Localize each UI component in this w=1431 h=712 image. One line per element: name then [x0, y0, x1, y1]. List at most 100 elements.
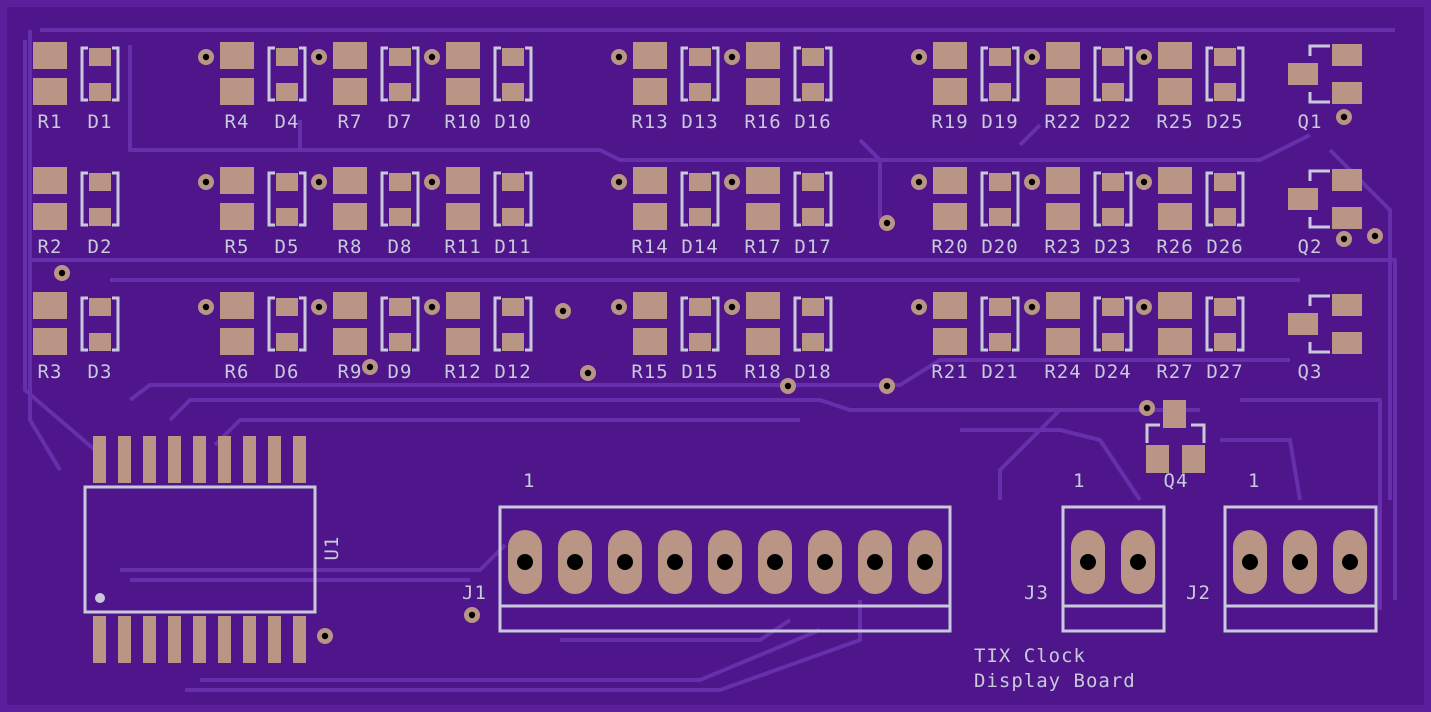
- led-footprint-icon: [802, 333, 824, 351]
- resistor-label: R19: [931, 111, 968, 133]
- resistor-pad-icon: [933, 167, 967, 194]
- transistor-outline: [1308, 44, 1330, 56]
- transistor-q4[interactable]: Q4: [1145, 400, 1206, 492]
- trace: [998, 408, 1062, 500]
- drill-hole: [1340, 113, 1348, 121]
- drill-hole: [584, 369, 592, 377]
- drill-hole: [1140, 303, 1148, 311]
- ic-pin: [118, 616, 131, 663]
- ic-pin: [293, 616, 306, 663]
- led-outline: [1125, 46, 1133, 102]
- led-outline: [299, 46, 307, 102]
- led-footprint-icon: [276, 298, 298, 316]
- drill-hole: [883, 382, 891, 390]
- led-footprint-icon: [276, 48, 298, 66]
- led-footprint-icon: [802, 173, 824, 191]
- led-footprint-icon: [802, 48, 824, 66]
- transistor-footprint-icon: [1146, 445, 1169, 473]
- led-label: D20: [981, 236, 1018, 258]
- drill-hole: [1028, 178, 1036, 186]
- trace: [560, 618, 792, 642]
- j2-header[interactable]: 1 J2: [1186, 470, 1378, 633]
- led-outline: [712, 296, 720, 352]
- drill-hole: [559, 307, 567, 315]
- transistor-footprint-icon: [1332, 294, 1362, 316]
- j2-pins: [1233, 530, 1367, 594]
- led-label: D5: [275, 236, 300, 258]
- j3-header[interactable]: 1 J3: [1024, 470, 1166, 633]
- resistor-label: R14: [631, 236, 668, 258]
- led-footprint-icon: [802, 208, 824, 226]
- resistor-pad-icon: [220, 292, 254, 319]
- led-footprint-icon: [1102, 83, 1124, 101]
- transistor-outline: [1308, 342, 1330, 354]
- led-outline: [980, 46, 988, 102]
- resistor-label: R26: [1156, 236, 1193, 258]
- drill-hole: [428, 53, 436, 61]
- resistor-pad-icon: [633, 292, 667, 319]
- led-footprint-icon: [689, 333, 711, 351]
- led-label: D24: [1094, 361, 1131, 383]
- j1-header[interactable]: 1 J1: [462, 470, 952, 633]
- transistor-q1[interactable]: Q1: [1288, 44, 1362, 133]
- led-footprint-icon: [989, 83, 1011, 101]
- transistor-footprint-icon: [1182, 445, 1205, 473]
- resistor-label: R17: [744, 236, 781, 258]
- transistor-q3[interactable]: Q3: [1288, 294, 1362, 383]
- led-outline: [825, 171, 833, 227]
- drill-hole: [1143, 404, 1151, 412]
- led-outline: [825, 296, 833, 352]
- drill-hole: [1340, 235, 1348, 243]
- transistor-label: Q1: [1298, 111, 1323, 133]
- led-footprint-icon: [1102, 173, 1124, 191]
- led-footprint-icon: [1214, 83, 1236, 101]
- led-outline: [525, 171, 533, 227]
- led-footprint-icon: [989, 173, 1011, 191]
- u1-ic[interactable]: U1: [83, 436, 343, 663]
- ic-pin: [243, 436, 256, 483]
- transistor-q2[interactable]: Q2: [1288, 169, 1362, 258]
- drill-hole: [58, 269, 66, 277]
- pin-header-icon: [498, 505, 952, 633]
- led-outline: [267, 46, 275, 102]
- transistor-footprint-icon: [1332, 82, 1362, 104]
- led-footprint-icon: [689, 298, 711, 316]
- drill-hole: [1242, 554, 1258, 570]
- led-footprint-icon: [276, 333, 298, 351]
- led-label: D6: [275, 361, 300, 383]
- j2-label: J2: [1186, 582, 1211, 604]
- drill-hole: [767, 554, 783, 570]
- led-outline: [1125, 296, 1133, 352]
- resistor-pad-icon: [220, 42, 254, 69]
- led-label: D3: [88, 361, 113, 383]
- drill-hole: [1080, 554, 1096, 570]
- resistor-pad-icon: [1158, 292, 1192, 319]
